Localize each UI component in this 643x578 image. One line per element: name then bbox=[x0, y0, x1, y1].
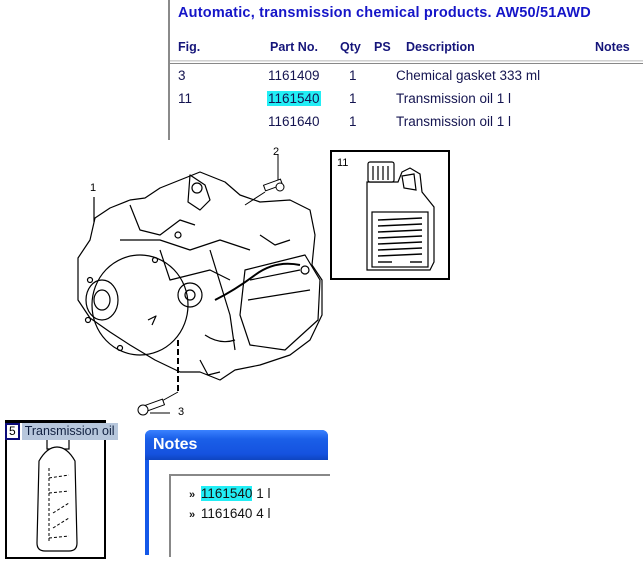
cell-description: Transmission oil 1 l bbox=[396, 91, 512, 106]
column-header-part-no[interactable]: Part No. bbox=[270, 40, 318, 54]
bottle-thumbnail[interactable] bbox=[5, 420, 106, 559]
notes-window: Notes » 1161540 1 l » 1161640 4 l bbox=[145, 430, 330, 557]
note-item[interactable]: » 1161540 1 l bbox=[189, 486, 270, 501]
oil-can-icon bbox=[366, 161, 435, 271]
notes-titlebar[interactable]: Notes bbox=[145, 430, 328, 460]
note-text: 1 l bbox=[252, 486, 271, 501]
column-header-fig[interactable]: Fig. bbox=[178, 40, 201, 54]
cell-fig: 11 bbox=[178, 91, 193, 106]
header-separator bbox=[170, 60, 643, 62]
cell-qty: 1 bbox=[349, 68, 357, 83]
notes-list: » 1161540 1 l » 1161640 4 l bbox=[169, 474, 330, 557]
parts-table-panel: Automatic, transmission chemical product… bbox=[168, 0, 643, 140]
callout-3[interactable]: 3 bbox=[178, 406, 185, 418]
callout-2[interactable]: 2 bbox=[273, 146, 280, 158]
column-header-qty[interactable]: Qty bbox=[340, 40, 361, 54]
transmission-illustration-icon bbox=[77, 154, 323, 416]
thumbnail-label[interactable]: 5 Transmission oil bbox=[5, 423, 118, 440]
oil-can-illustration-box[interactable]: 11 bbox=[330, 150, 450, 280]
parts-table-title: Automatic, transmission chemical product… bbox=[178, 5, 591, 21]
cell-description: Transmission oil 1 l bbox=[396, 114, 512, 129]
cell-description: Chemical gasket 333 ml bbox=[396, 68, 541, 83]
column-header-description[interactable]: Description bbox=[406, 40, 475, 54]
oil-can-callout: 11 bbox=[337, 157, 349, 169]
cell-qty: 1 bbox=[349, 114, 357, 129]
thumbnail-number: 5 bbox=[5, 423, 20, 440]
cell-part-no-highlighted[interactable]: 1161540 bbox=[267, 91, 321, 106]
bullet-icon: » bbox=[189, 489, 196, 501]
column-header-ps[interactable]: PS bbox=[374, 40, 391, 54]
cell-part-no[interactable]: 1161409 bbox=[268, 68, 320, 83]
note-text: 4 l bbox=[252, 506, 271, 521]
thumbnail-title: Transmission oil bbox=[21, 423, 118, 440]
bottle-icon bbox=[36, 434, 78, 552]
note-item[interactable]: » 1161640 4 l bbox=[189, 506, 270, 521]
cell-qty: 1 bbox=[349, 91, 357, 106]
bullet-icon: » bbox=[189, 509, 196, 521]
column-header-notes[interactable]: Notes bbox=[595, 40, 630, 54]
note-part-no-highlighted[interactable]: 1161540 bbox=[200, 486, 253, 501]
note-part-no[interactable]: 1161640 bbox=[200, 506, 253, 521]
notes-title: Notes bbox=[153, 436, 198, 453]
callout-1[interactable]: 1 bbox=[90, 182, 97, 194]
transmission-diagram[interactable]: 1 2 3 bbox=[60, 140, 330, 425]
cell-fig: 3 bbox=[178, 68, 186, 83]
cell-part-no[interactable]: 1161640 bbox=[268, 114, 320, 129]
notes-client-area: » 1161540 1 l » 1161640 4 l bbox=[149, 460, 330, 557]
parts-table-body: 3 1161409 1 Chemical gasket 333 ml 11 11… bbox=[170, 63, 643, 141]
